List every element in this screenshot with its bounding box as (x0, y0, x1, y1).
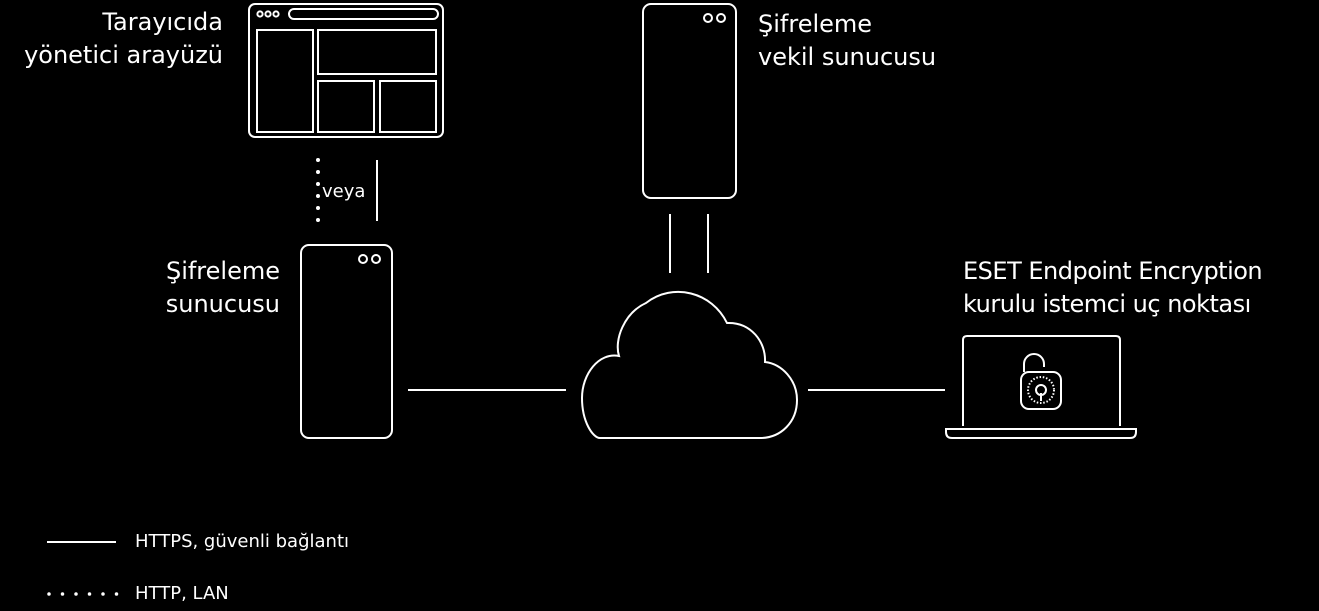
browser-window-icon (248, 3, 444, 138)
encryption-server-icon (300, 244, 393, 439)
server-label-line1: Şifreleme (165, 257, 280, 285)
browser-label-line1: Tarayıcıda (102, 8, 223, 36)
browser-label-line2: yönetici arayüzü (24, 41, 223, 69)
padlock-icon (1020, 353, 1062, 410)
client-label-line1: ESET Endpoint Encryption (963, 257, 1263, 285)
cloud-icon (580, 290, 799, 439)
proxy-label-line2: vekil sunucusu (758, 43, 937, 71)
browser-server-connection (316, 158, 378, 224)
proxy-server-icon (642, 3, 737, 199)
client-label-line2: kurulu istemci uç noktası (963, 290, 1251, 318)
server-label-line2: sunucusu (165, 290, 280, 318)
proxy-label-line1: Şifreleme (758, 10, 873, 38)
legend-solid-label: HTTPS, güvenli bağlantı (135, 531, 350, 552)
proxy-cloud-connection (669, 214, 709, 273)
laptop-icon (945, 335, 1137, 439)
or-label: veya (322, 181, 366, 202)
legend-dotted-label: HTTP, LAN (135, 583, 229, 604)
